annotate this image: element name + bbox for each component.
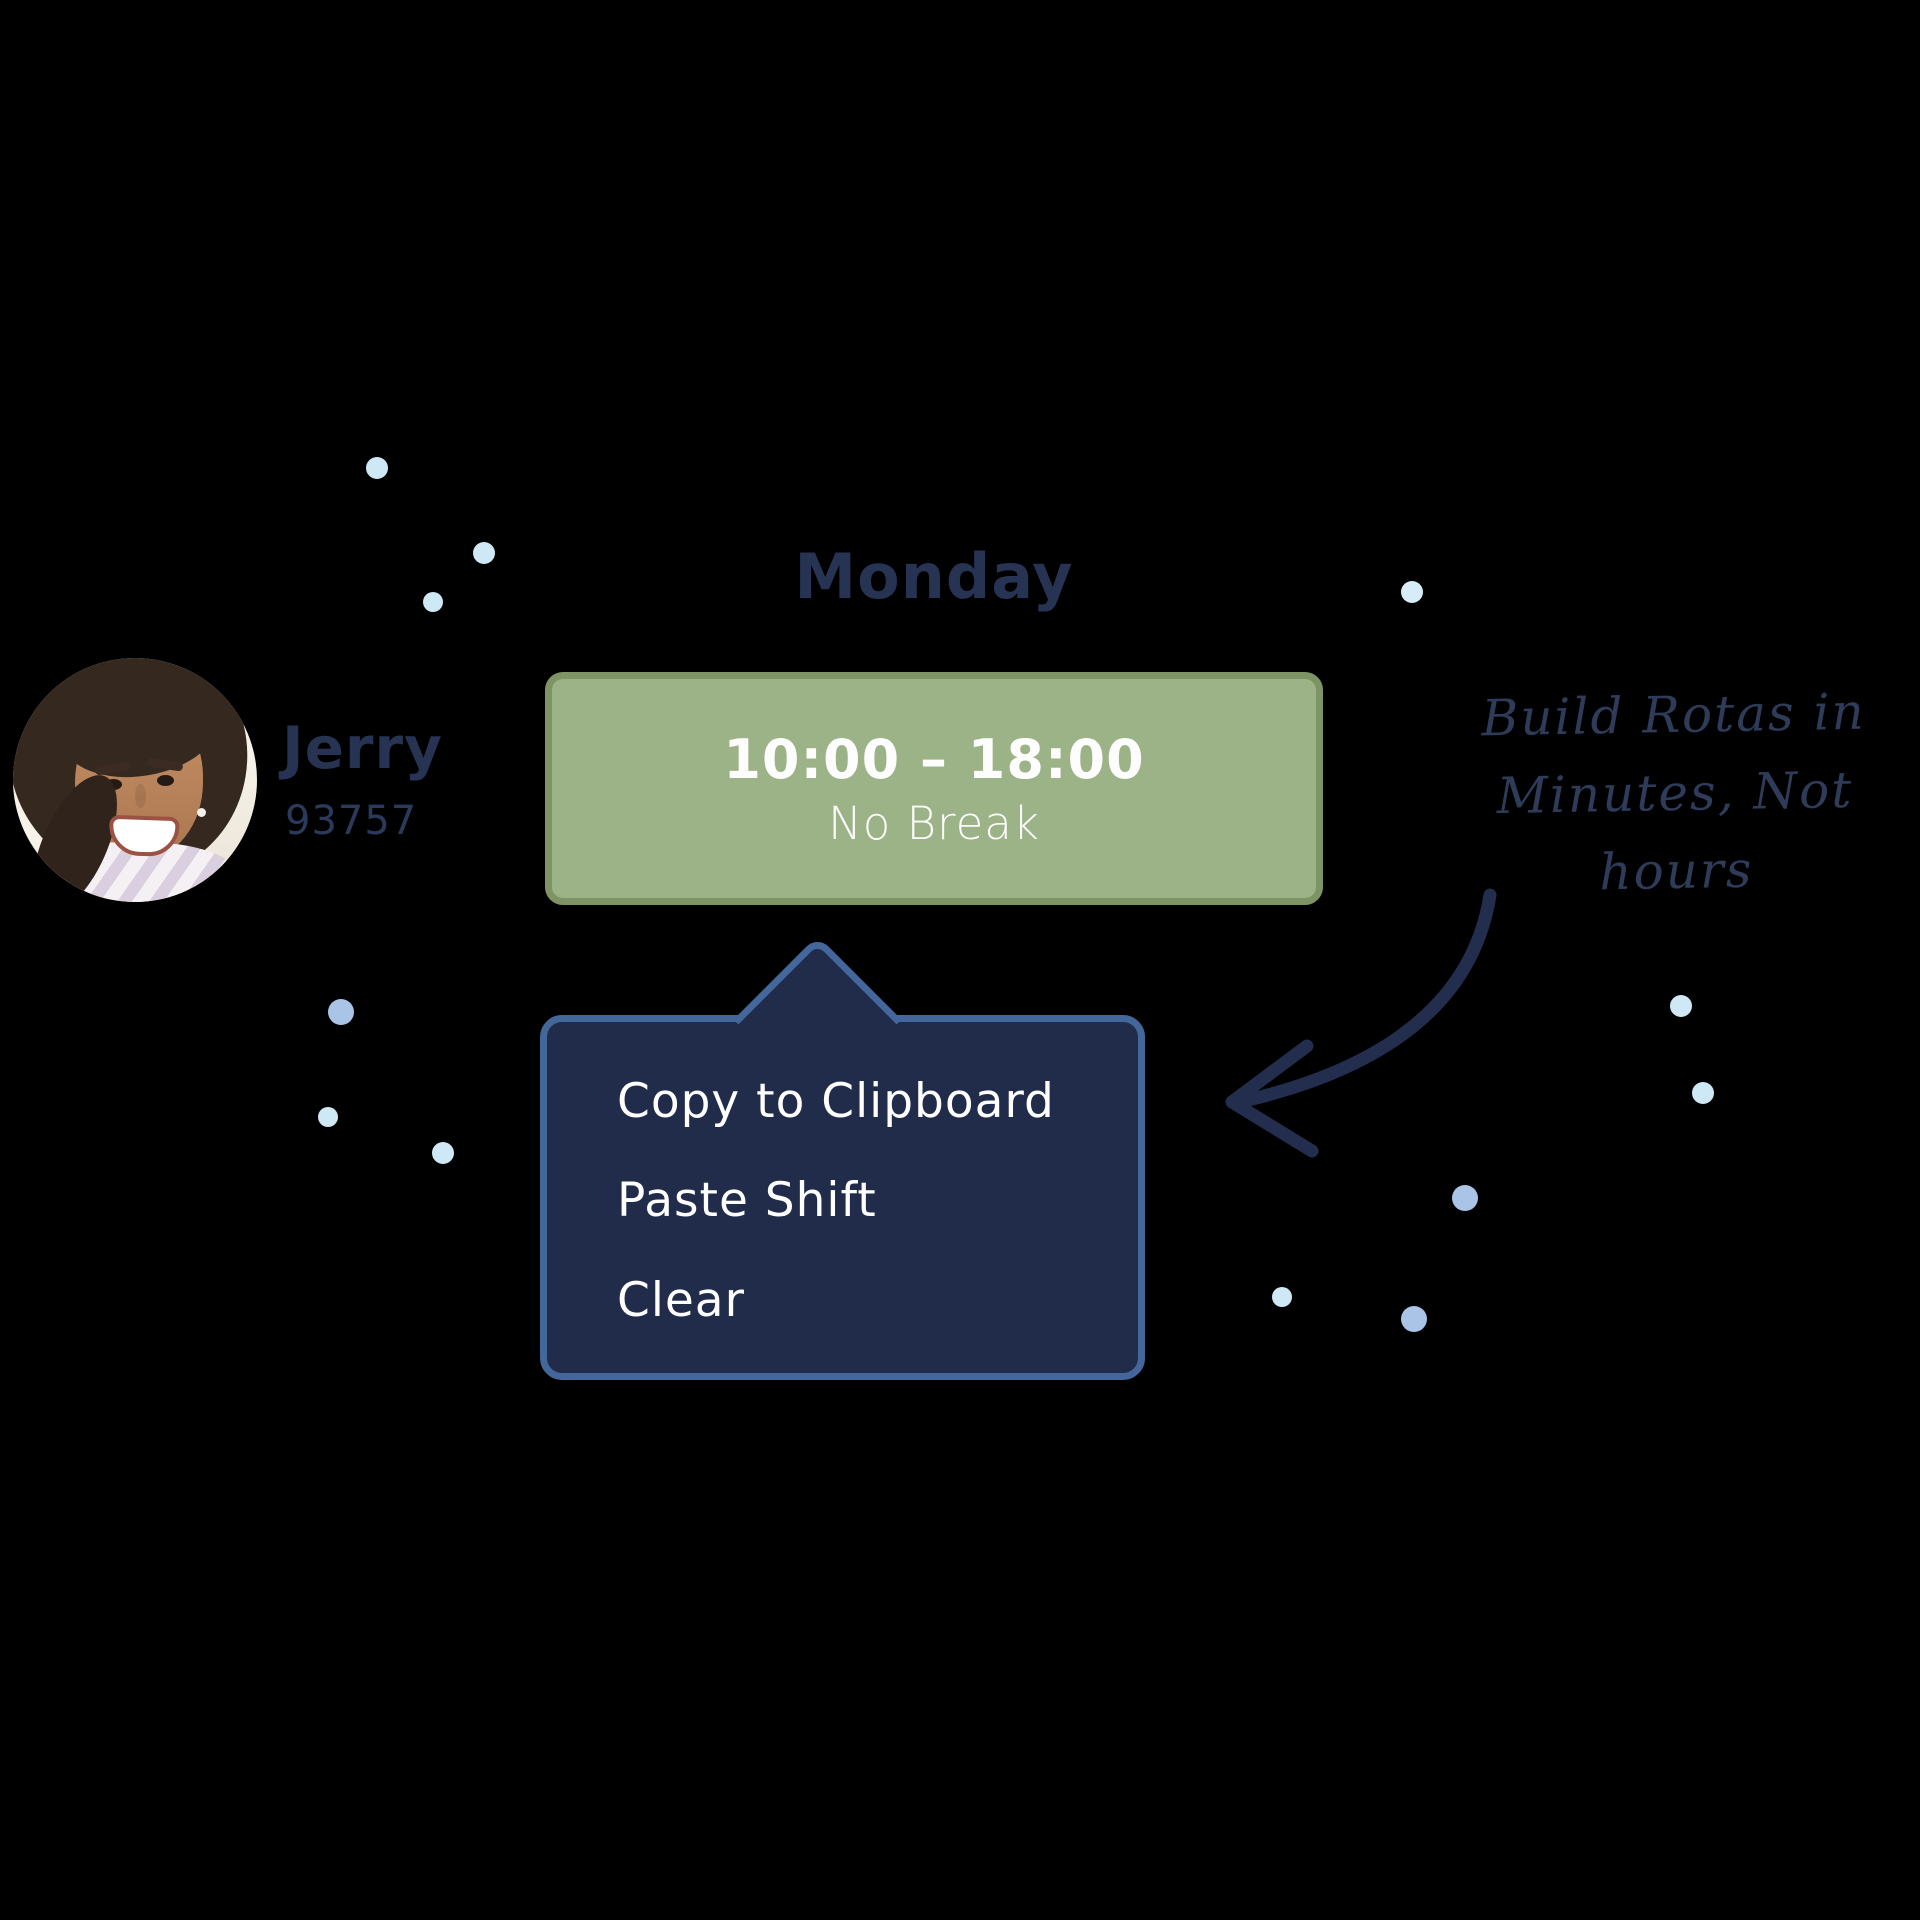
- avatar-nose: [135, 784, 146, 808]
- decor-dot: [328, 999, 354, 1025]
- avatar-earring: [197, 808, 206, 817]
- decor-dot: [318, 1107, 338, 1127]
- decor-dot: [473, 542, 495, 564]
- avatar-eye: [157, 775, 174, 786]
- shift-time-range: 10:00 – 18:00: [723, 727, 1145, 791]
- context-menu-items: Copy to Clipboard Paste Shift Clear: [547, 1022, 1138, 1329]
- employee-id: 93757: [285, 798, 418, 844]
- decor-dot: [1401, 1306, 1427, 1332]
- decor-dot: [1670, 995, 1692, 1017]
- decor-dot: [423, 592, 443, 612]
- shift-break-label: No Break: [828, 796, 1040, 850]
- annotation-line-1: Build Rotas in: [1481, 682, 1867, 748]
- annotation-line-2: Minutes, Not hours: [1496, 760, 1854, 902]
- menu-item-copy-to-clipboard[interactable]: Copy to Clipboard: [617, 1074, 1055, 1129]
- decor-dot: [1272, 1287, 1292, 1307]
- menu-item-paste-shift[interactable]: Paste Shift: [617, 1173, 877, 1229]
- shift-block[interactable]: 10:00 – 18:00 No Break: [545, 672, 1323, 905]
- day-header: Monday: [794, 540, 1074, 613]
- decor-dot: [1692, 1082, 1714, 1104]
- decor-dot: [1401, 581, 1423, 603]
- employee-name: Jerry: [282, 714, 443, 782]
- context-menu: Copy to Clipboard Paste Shift Clear: [540, 935, 1145, 1380]
- annotation-text: Build Rotas in Minutes, Not hours: [1423, 672, 1920, 915]
- decor-dot: [432, 1142, 454, 1164]
- employee-avatar: [13, 658, 257, 902]
- decor-dot: [1452, 1185, 1478, 1211]
- menu-item-clear[interactable]: Clear: [617, 1272, 745, 1328]
- decor-dot: [366, 457, 388, 479]
